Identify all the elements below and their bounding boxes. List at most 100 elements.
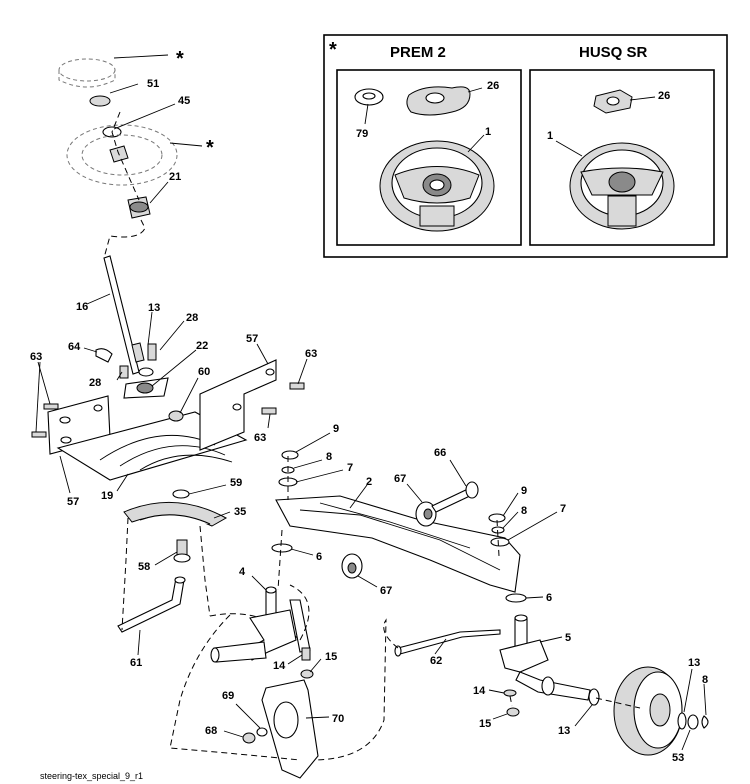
label-9-left: 9: [333, 423, 339, 435]
label-45: 45: [178, 95, 190, 107]
label-5: 5: [565, 632, 571, 644]
label-star-wheel: *: [206, 137, 214, 159]
label-79: 79: [356, 128, 368, 140]
label-63-right-top: 63: [305, 348, 317, 360]
part-6-washer-right: [505, 593, 527, 603]
part-69-washer: [256, 727, 268, 737]
prem2-panel: [336, 69, 522, 246]
husq-sr-panel: [529, 69, 715, 246]
part-13-washer-outer: [677, 712, 687, 730]
label-69: 69: [222, 690, 234, 702]
label-61: 61: [130, 657, 142, 669]
label-13-washer: 13: [558, 725, 570, 737]
label-15-left: 15: [325, 651, 337, 663]
part-60-nut: [168, 410, 184, 422]
variant-label-prem2: PREM 2: [390, 44, 446, 61]
spindles-and-wheel: 4 14 15 62 5 14 15 13 13 8 53: [210, 566, 709, 764]
label-14-left: 14: [273, 660, 286, 672]
part-19-base-plate: [56, 411, 248, 481]
label-67-top: 67: [394, 473, 406, 485]
sector-gear-and-link: 59 35 58 61: [117, 477, 301, 669]
label-22: 22: [196, 340, 208, 352]
optional-wheels-inset: * PREM 2 HUSQ SR: [323, 34, 728, 258]
steering-wheel-assembly: * 51 45 * 21: [58, 48, 214, 259]
husq-sr-wheel: [569, 89, 675, 230]
label-4: 4: [239, 566, 246, 578]
part-51: [89, 95, 111, 107]
label-28-lower: 28: [89, 377, 101, 389]
prem2-wheel: [354, 86, 495, 232]
part-64-clip: [95, 348, 113, 363]
label-62: 62: [430, 655, 442, 667]
label-35: 35: [234, 506, 246, 518]
part-35-sector-gear: [123, 501, 228, 527]
label-19: 19: [101, 490, 113, 502]
label-1-prem: 1: [485, 126, 491, 138]
label-26-husq: 26: [658, 90, 670, 102]
label-7-left: 7: [347, 462, 353, 474]
label-6-left: 6: [316, 551, 322, 563]
label-21: 21: [169, 171, 181, 183]
label-68: 68: [205, 725, 217, 737]
part-63-bolt-b: [31, 431, 47, 438]
part-53-cap: [687, 714, 699, 730]
inset-frame: [323, 34, 728, 258]
label-64: 64: [68, 341, 81, 353]
label-70: 70: [332, 713, 344, 725]
part-2-axle: [275, 495, 521, 593]
inset-star: *: [329, 39, 337, 61]
plate-70-assembly: 69 68 70: [169, 584, 344, 779]
label-9-right: 9: [521, 485, 527, 497]
label-63-right-lower: 63: [254, 432, 266, 444]
part-28-bolt-2: [119, 365, 129, 379]
part-8-clip-wheel: [701, 715, 709, 729]
label-6-right: 6: [546, 592, 552, 604]
part-68-nut: [242, 732, 256, 744]
label-53: 53: [672, 752, 684, 764]
label-8-wheel: 8: [702, 674, 708, 686]
part-15-nut-right: [506, 707, 520, 717]
diagram-caption: steering-tex_special_9_r1: [40, 771, 143, 781]
label-7-right: 7: [560, 503, 566, 515]
label-1-husq: 1: [547, 130, 553, 142]
part-9-cap-left: [281, 450, 299, 460]
label-67-bottom: 67: [380, 585, 392, 597]
label-star-cap: *: [176, 48, 184, 70]
label-13-wheel: 13: [688, 657, 700, 669]
steering-wheel-ghost: [66, 124, 178, 186]
pinion-gear: [131, 342, 145, 363]
part-28-bolt: [147, 343, 157, 361]
part-14-bolt-right: [503, 689, 517, 697]
wheel-cap-ghost: [58, 58, 116, 82]
part-6-washer-left: [271, 543, 293, 553]
part-13-flange: [138, 367, 154, 377]
label-13-shaft: 13: [148, 302, 160, 314]
label-57-left: 57: [67, 496, 79, 508]
part-61-drag-link: [117, 577, 185, 633]
label-8-left: 8: [326, 451, 332, 463]
part-63-bolt-d: [261, 407, 277, 415]
part-63-bolt-c: [289, 382, 305, 390]
label-58: 58: [138, 561, 150, 573]
label-63-left: 63: [30, 351, 42, 363]
label-26-prem: 26: [487, 80, 499, 92]
label-60: 60: [198, 366, 210, 378]
label-15-right: 15: [479, 718, 491, 730]
label-57-right: 57: [246, 333, 258, 345]
label-28-top: 28: [186, 312, 198, 324]
part-13-washer-inner: [588, 688, 600, 706]
label-51: 51: [147, 78, 159, 90]
part-14-bolt-left: [301, 647, 311, 661]
label-2: 2: [366, 476, 372, 488]
part-63-bolt-a: [43, 403, 59, 410]
label-8-right: 8: [521, 505, 527, 517]
label-66: 66: [434, 447, 446, 459]
shaft-and-brackets: 16 13 28 64 28 22 57 63 63 60 63 57 19: [30, 255, 317, 508]
part-7-washer-right: [490, 537, 510, 547]
front-axle-assembly: 9 8 7 2 66 67 9 8 7 6 67 6: [271, 423, 566, 604]
variant-label-husq-sr: HUSQ SR: [579, 44, 648, 61]
label-14-right: 14: [473, 685, 486, 697]
label-59: 59: [230, 477, 242, 489]
part-59-washer: [172, 489, 190, 499]
